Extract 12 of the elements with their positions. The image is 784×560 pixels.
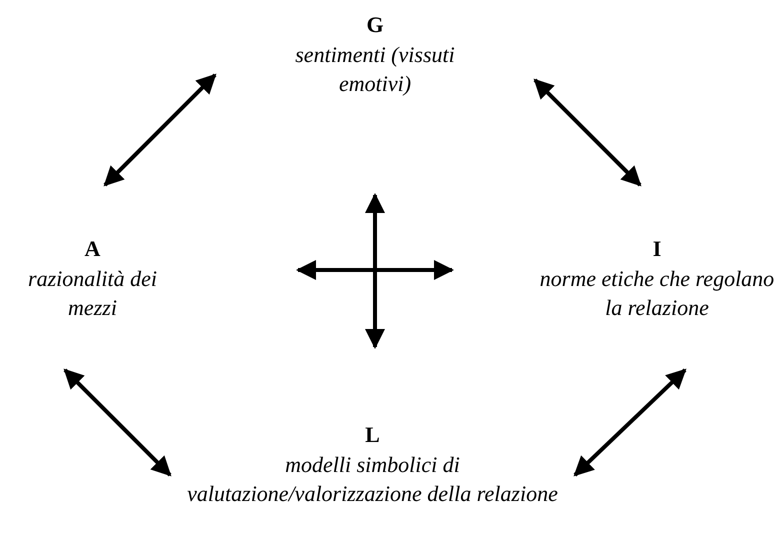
- node-heading: A: [84, 234, 100, 262]
- node-heading: G: [366, 11, 384, 39]
- double-arrow: [104, 74, 216, 186]
- double-arrow: [534, 78, 642, 186]
- double-arrow: [574, 368, 686, 476]
- node-heading: L: [365, 421, 380, 449]
- node-description: norme etiche che regolano la relazione: [538, 264, 776, 322]
- node-description: modelli simbolici di valutazione/valorizzazione della relazione: [186, 451, 559, 508]
- node-description: sentimenti (vissuti emotivi): [294, 41, 456, 98]
- node-heading: I: [652, 234, 662, 262]
- node-description: razionalità dei mezzi: [27, 264, 158, 322]
- double-arrow: [64, 368, 172, 476]
